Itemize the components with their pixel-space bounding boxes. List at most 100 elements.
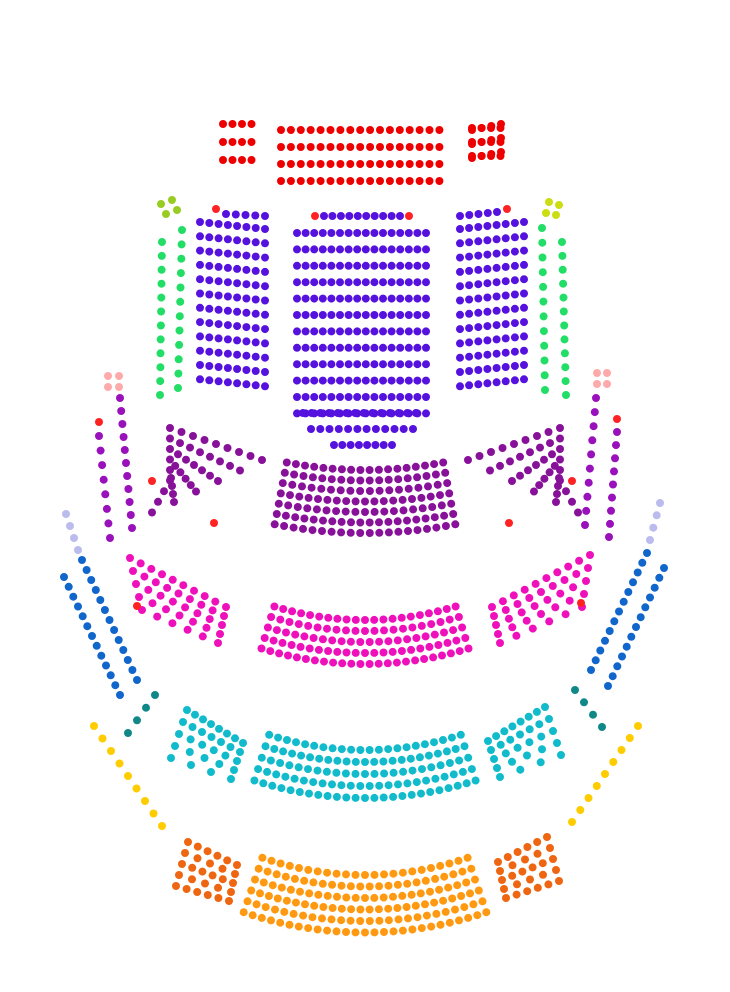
orchestra-center-seat[interactable] [366, 177, 375, 185]
balcony3-center-seat[interactable] [280, 907, 289, 916]
balcony1-center-seat[interactable] [361, 616, 369, 624]
parterre-left-seat[interactable] [205, 304, 214, 313]
amphi-right-seat[interactable] [556, 466, 564, 474]
gallery-left-seat[interactable] [106, 671, 115, 680]
balcony2-center-seat[interactable] [370, 793, 379, 802]
orchestra-center-seat[interactable] [366, 143, 375, 151]
balcony2-center-seat[interactable] [415, 753, 424, 762]
balcony1-center-seat[interactable] [361, 627, 369, 635]
gallery-left-seat[interactable] [114, 636, 123, 644]
amphi-center-seat[interactable] [393, 464, 402, 473]
balcony1-center-seat[interactable] [412, 634, 421, 642]
parterre-left-seat[interactable] [251, 367, 260, 375]
amphi-center-seat[interactable] [423, 524, 431, 533]
amphi-center-seat[interactable] [332, 507, 341, 516]
balcony3-center-seat[interactable] [327, 915, 336, 924]
amphi-center-seat[interactable] [356, 529, 365, 537]
parterre-left-seat[interactable] [205, 376, 214, 385]
parterre-left-seat[interactable] [233, 222, 242, 230]
amphi-center-seat[interactable] [375, 528, 384, 537]
balcony3-center-seat[interactable] [451, 905, 459, 914]
balcony1-left-seat[interactable] [181, 603, 190, 612]
balcony1-right-seat[interactable] [551, 603, 560, 612]
amphi-center-seat[interactable] [289, 523, 298, 532]
orchestra-center-seat[interactable] [425, 126, 434, 134]
parterre-right-seat[interactable] [474, 351, 483, 360]
balcony1-left-seat[interactable] [135, 593, 143, 601]
parterre-left-seat[interactable] [242, 366, 251, 374]
balcony1-right-seat[interactable] [537, 610, 545, 618]
parterre-center-seat[interactable] [422, 360, 430, 369]
parterre-left-seat[interactable] [223, 378, 232, 387]
side-left-outer-seat[interactable] [117, 407, 126, 415]
parterre-left-seat[interactable] [214, 248, 223, 257]
balcony2-center-seat[interactable] [337, 745, 346, 754]
amphi-center-seat[interactable] [432, 523, 441, 532]
balcony3-center-seat[interactable] [305, 889, 314, 898]
balcony2-right-seat[interactable] [524, 712, 533, 721]
amphi-left-seat[interactable] [236, 466, 244, 475]
gallery-left-seat[interactable] [133, 676, 141, 684]
balcony3-center-seat[interactable] [300, 876, 309, 885]
balcony3-center-seat[interactable] [318, 914, 326, 923]
orchestra-center-seat[interactable] [395, 143, 404, 151]
parterre-center-seat[interactable] [422, 376, 430, 385]
parterre-center-seat[interactable] [379, 245, 387, 254]
balcony1-right-seat[interactable] [575, 556, 584, 565]
balcony3-center-seat[interactable] [247, 886, 256, 895]
parterre-center-seat[interactable] [353, 360, 362, 369]
amphi-center-seat[interactable] [379, 497, 388, 506]
balcony3-right-seat[interactable] [508, 861, 517, 870]
side-left-seat[interactable] [176, 297, 185, 306]
balcony1-center-seat[interactable] [342, 626, 350, 635]
balcony3-center-seat[interactable] [271, 905, 279, 914]
balcony3-left-seat[interactable] [218, 875, 227, 884]
parterre-center-seat[interactable] [318, 278, 327, 287]
balcony2-center-seat[interactable] [259, 779, 268, 788]
side-right-seat[interactable] [538, 238, 547, 247]
balcony1-center-seat[interactable] [452, 636, 461, 645]
balcony2-center-seat[interactable] [266, 756, 275, 765]
orchestra-right-seat[interactable] [497, 120, 505, 128]
parterre-right-seat[interactable] [456, 282, 464, 291]
teal-left-seat[interactable] [124, 729, 132, 737]
upper-right-seat[interactable] [625, 734, 634, 742]
orchestra-center-seat[interactable] [306, 126, 315, 134]
parterre-left-seat[interactable] [242, 351, 251, 360]
parterre-center-seat[interactable] [310, 229, 319, 237]
balcony1-center-seat[interactable] [347, 659, 356, 668]
balcony1-left-seat[interactable] [144, 585, 153, 594]
balcony1-center-seat[interactable] [420, 655, 429, 663]
amphi-center-seat[interactable] [318, 527, 326, 535]
parterre-center-seat[interactable] [353, 425, 362, 433]
parterre-right-seat[interactable] [510, 376, 519, 385]
orchestra-center-seat[interactable] [385, 126, 394, 134]
side-left-seat[interactable] [157, 265, 166, 274]
parterre-right-seat[interactable] [483, 222, 492, 230]
parterre-center-seat[interactable] [344, 376, 353, 385]
parterre-center-seat[interactable] [388, 441, 396, 449]
orchestra-center-seat[interactable] [336, 160, 345, 168]
balcony1-center-seat[interactable] [260, 634, 269, 642]
balcony3-right-seat[interactable] [555, 877, 563, 885]
orchestra-center-seat[interactable] [385, 177, 394, 185]
parterre-left-seat[interactable] [233, 264, 242, 273]
balcony2-left-seat[interactable] [209, 746, 218, 755]
side-left-outer-seat[interactable] [125, 498, 134, 506]
parterre-right-seat[interactable] [492, 221, 501, 229]
balcony1-center-seat[interactable] [305, 644, 314, 653]
gallery-left-seat[interactable] [78, 612, 87, 621]
balcony2-center-seat[interactable] [445, 759, 454, 767]
amphi-center-seat[interactable] [365, 466, 374, 474]
balcony2-center-seat[interactable] [399, 767, 408, 776]
amphi-left-seat[interactable] [186, 443, 194, 452]
parterre-center-seat[interactable] [351, 409, 360, 417]
balcony1-left-seat[interactable] [208, 606, 217, 615]
parterre-right-seat[interactable] [520, 246, 528, 255]
amphi-center-seat[interactable] [318, 474, 327, 483]
orchestra-center-seat[interactable] [415, 143, 424, 151]
parterre-right-seat[interactable] [474, 380, 483, 389]
parterre-center-seat[interactable] [361, 393, 370, 401]
balcony2-right-seat[interactable] [549, 727, 557, 735]
balcony1-right-seat[interactable] [565, 596, 574, 605]
